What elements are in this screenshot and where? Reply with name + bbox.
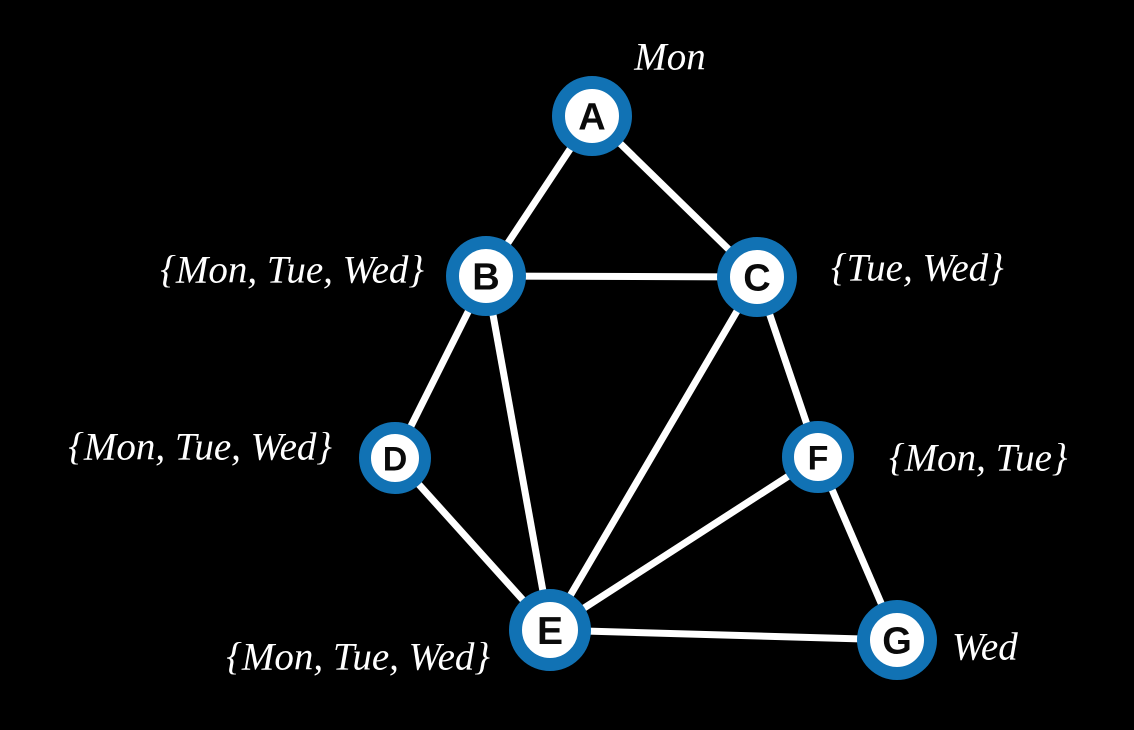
node-D: D bbox=[359, 422, 431, 494]
node-G-domain-label: Wed bbox=[952, 626, 1018, 669]
node-D-letter: D bbox=[383, 440, 408, 478]
node-E-letter: E bbox=[537, 610, 563, 653]
node-C-domain-label: {Tue, Wed} bbox=[831, 247, 1004, 290]
node-B-letter: B bbox=[472, 257, 499, 299]
node-F: F bbox=[782, 421, 854, 493]
edge-B-C bbox=[485, 272, 758, 281]
node-A-circle bbox=[552, 76, 632, 156]
node-A: A bbox=[552, 76, 632, 156]
node-A-domain-label: Mon bbox=[633, 36, 706, 79]
node-C: C bbox=[717, 237, 797, 317]
node-B-circle bbox=[446, 236, 526, 316]
node-D-domain-label: {Mon, Tue, Wed} bbox=[68, 426, 332, 469]
edge-E-G bbox=[549, 626, 898, 644]
node-C-letter: C bbox=[743, 258, 770, 300]
edge-C-E bbox=[546, 275, 761, 632]
node-G-letter: G bbox=[882, 621, 912, 663]
node-E: E bbox=[509, 589, 591, 671]
node-F-letter: F bbox=[808, 439, 829, 477]
edge-B-E bbox=[482, 275, 554, 631]
node-B: B bbox=[446, 236, 526, 316]
node-B-domain-label: {Mon, Tue, Wed} bbox=[160, 249, 424, 292]
node-G-circle bbox=[857, 600, 937, 680]
nodes-layer: A B C D E F G bbox=[359, 76, 937, 680]
node-E-circle bbox=[509, 589, 591, 671]
node-G: G bbox=[857, 600, 937, 680]
node-F-circle bbox=[782, 421, 854, 493]
domain-labels-layer: Mon {Mon, Tue, Wed} {Tue, Wed} {Mon, Tue, W… bbox=[68, 36, 1068, 679]
edge-E-F bbox=[548, 454, 820, 633]
node-F-domain-label: {Mon, Tue} bbox=[889, 437, 1068, 480]
node-D-circle bbox=[359, 422, 431, 494]
node-A-letter: A bbox=[578, 97, 605, 139]
node-C-circle bbox=[717, 237, 797, 317]
node-E-domain-label: {Mon, Tue, Wed} bbox=[226, 636, 490, 679]
